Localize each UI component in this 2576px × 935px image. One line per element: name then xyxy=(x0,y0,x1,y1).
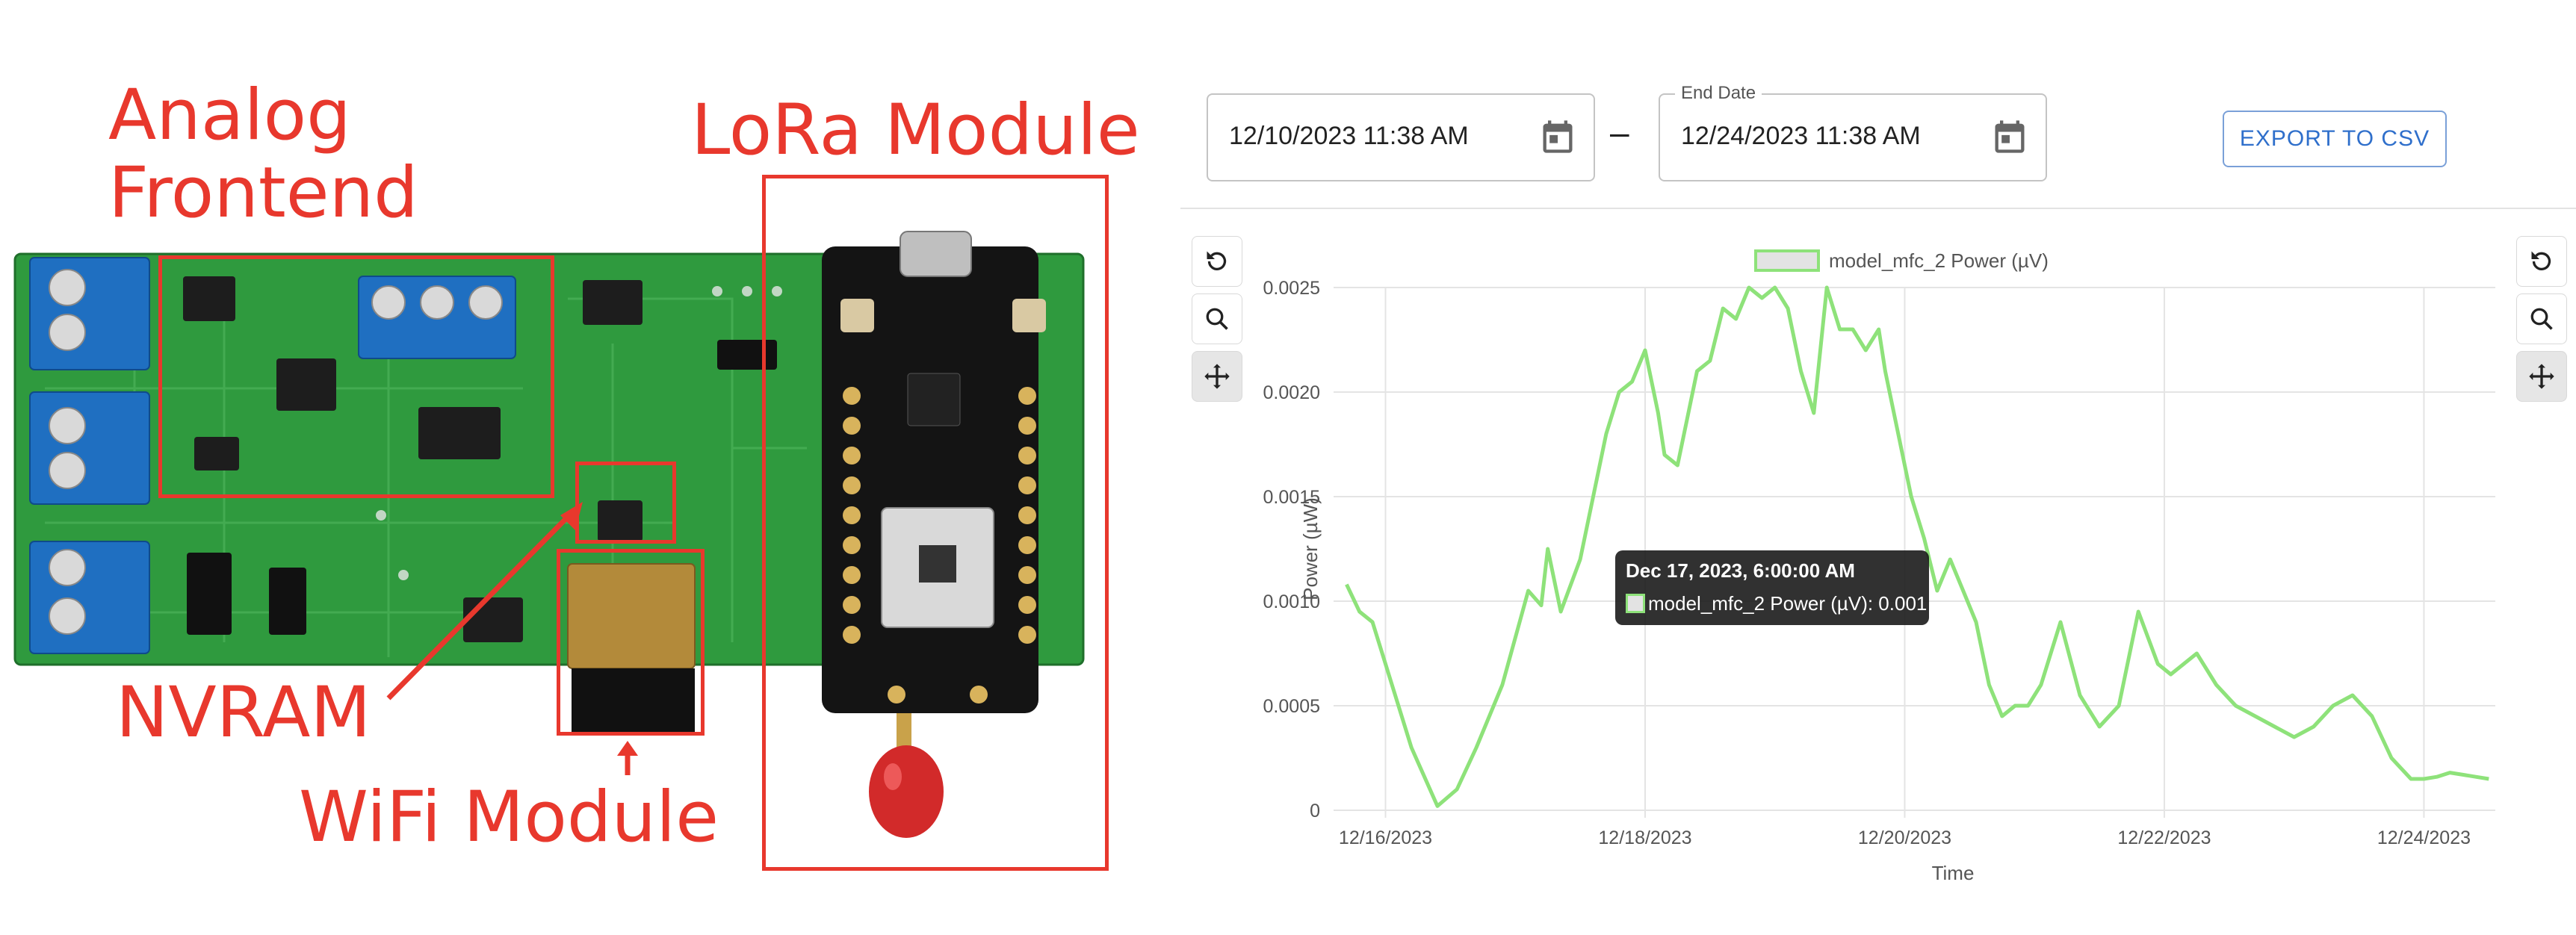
wifi-module-box xyxy=(557,549,705,736)
lora-module-label: LoRa Module xyxy=(691,90,1140,171)
nvram-label: NVRAM xyxy=(116,672,371,754)
reset-zoom-icon xyxy=(1207,251,1227,270)
left-reset-button[interactable] xyxy=(1192,236,1242,287)
reset-zoom-icon xyxy=(2531,251,2551,270)
pcb-photo xyxy=(13,231,1085,838)
legend-swatch xyxy=(1754,249,1820,272)
pan-icon xyxy=(1204,364,1230,389)
nvram-box xyxy=(575,462,676,544)
pan-icon xyxy=(2529,364,2554,389)
y-tick-label: 0.0025 xyxy=(1263,278,1320,299)
calendar-icon[interactable] xyxy=(1538,117,1577,156)
right-pan-button[interactable] xyxy=(2516,351,2567,402)
x-tick-label: 12/22/2023 xyxy=(2117,827,2211,848)
left-pan-button[interactable] xyxy=(1192,351,1242,402)
end-date-field[interactable]: End Date 12/24/2023 11:38 AM xyxy=(1659,83,2047,181)
calendar-icon[interactable] xyxy=(1990,117,2029,156)
y-tick-label: 0.0020 xyxy=(1263,382,1320,403)
y-axis-label: Power (µW) xyxy=(1299,497,1322,600)
analog-label-line2: Frontend xyxy=(108,152,418,234)
pcb-photo-panel: Analog Frontend LoRa Module NVRAM WiFi M… xyxy=(0,0,1180,935)
zoom-icon xyxy=(1206,308,1228,330)
right-zoom-button[interactable] xyxy=(2516,293,2567,344)
left-zoom-button[interactable] xyxy=(1192,293,1242,344)
x-tick-label: 12/20/2023 xyxy=(1858,827,1951,848)
analog-frontend-label: Analog Frontend xyxy=(108,81,418,229)
analog-label-line1: Analog xyxy=(108,75,351,156)
chart-legend[interactable]: model_mfc_2 Power (µV) xyxy=(1754,249,2049,272)
x-tick-label: 12/18/2023 xyxy=(1598,827,1691,848)
chart-tooltip: Dec 17, 2023, 6:00:00 AM model_mfc_2 Pow… xyxy=(1615,550,1929,625)
series-line xyxy=(1345,285,2489,808)
export-csv-button[interactable]: EXPORT TO CSV xyxy=(2223,111,2447,167)
date-range-separator: – xyxy=(1610,113,1629,152)
tooltip-swatch xyxy=(1626,594,1645,613)
analog-frontend-box xyxy=(158,255,554,498)
header-divider xyxy=(1180,208,2576,209)
start-date-value: 12/10/2023 11:38 AM xyxy=(1229,122,1469,150)
x-tick-label: 12/24/2023 xyxy=(2377,827,2471,848)
y-tick-label: 0.0010 xyxy=(1263,591,1320,612)
wifi-module-label: WiFi Module xyxy=(299,777,719,858)
tooltip-body: model_mfc_2 Power (µV): 0.001 xyxy=(1648,592,1928,615)
power-dashboard: 12/10/2023 11:38 AM – End Date 12/24/202… xyxy=(1180,0,2576,935)
y-tick-label: 0.0015 xyxy=(1263,487,1320,508)
end-date-value: 12/24/2023 11:38 AM xyxy=(1681,122,1921,150)
y-tick-label: 0.0005 xyxy=(1263,696,1320,717)
legend-label: model_mfc_2 Power (µV) xyxy=(1829,249,2049,272)
end-date-label: End Date xyxy=(1675,83,1762,104)
start-date-field[interactable]: 12/10/2023 11:38 AM xyxy=(1207,93,1595,181)
lora-module-box xyxy=(762,175,1109,871)
power-line-chart[interactable]: 0 0.0005 0.0010 0.0015 0.0020 0.0025 12/16/20… xyxy=(1180,0,2576,935)
x-axis-label: Time xyxy=(1932,862,1975,884)
x-tick-label: 12/16/2023 xyxy=(1339,827,1432,848)
zoom-icon xyxy=(2530,308,2553,330)
tooltip-title: Dec 17, 2023, 6:00:00 AM xyxy=(1626,559,1855,582)
y-tick-label: 0 xyxy=(1310,801,1320,821)
right-reset-button[interactable] xyxy=(2516,236,2567,287)
